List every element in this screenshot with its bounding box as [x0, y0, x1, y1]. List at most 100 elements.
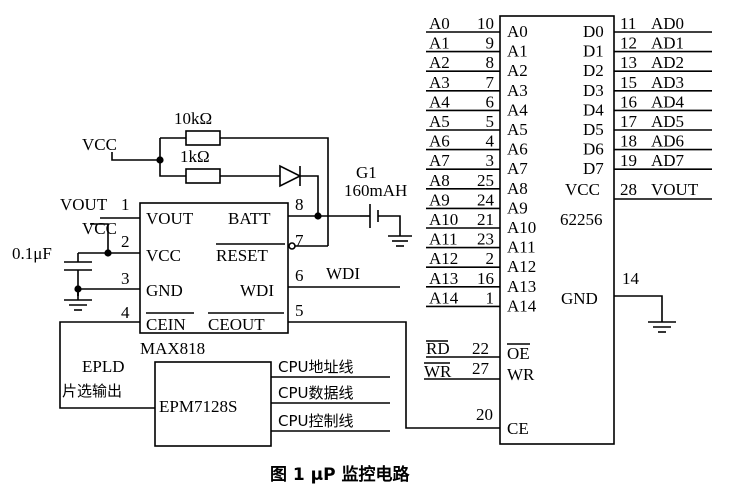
ram-data-net-label: AD0: [651, 14, 684, 33]
ram-data-net-label: AD7: [651, 151, 685, 170]
ram-addr-net-label: A9: [429, 190, 450, 209]
max818-chip: VOUT VCC GND CEIN BATT RESET WDI CEOUT M…: [139, 202, 289, 358]
capacitor-value: 0.1μF: [12, 244, 52, 263]
resistor-1k: [185, 168, 221, 184]
ram-addr-pin-num: 1: [486, 288, 495, 307]
cpu-control-line-label: CPU控制线: [278, 412, 354, 430]
ram-wr-pin-num: 27: [472, 359, 490, 378]
ram-data-pin-d3: D3 15 AD3: [583, 73, 712, 100]
reset-inverter-bubble: [288, 242, 296, 250]
ram-addr-net-label: A2: [429, 53, 450, 72]
ram-wr-label: WR: [507, 365, 535, 384]
ram-data-pin-label: D0: [583, 22, 604, 41]
epld-label: EPLD: [82, 357, 125, 376]
max818-pin-num-4: 4: [121, 303, 130, 322]
junction-batt: [314, 212, 322, 220]
max818-pin-label-wdi: WDI: [240, 281, 274, 300]
ram-data-pin-label: D4: [583, 100, 604, 119]
ram-data-pin-num: 12: [620, 34, 637, 53]
ram-addr-pin-num: 5: [486, 112, 495, 131]
ram-addr-net-label: A14: [429, 288, 459, 307]
ram-addr-pin-label: A9: [507, 198, 528, 217]
ram-name: 62256: [560, 210, 603, 229]
ram-addr-pin-num: 7: [486, 73, 495, 92]
ram-data-pin-label: D7: [583, 159, 604, 178]
ram-vcc-pin-num: 28: [620, 180, 637, 199]
resistor1-value: 10kΩ: [174, 109, 212, 128]
ram-62256-chip: 62256: [499, 15, 615, 445]
epld-output-label: 片选输出: [62, 382, 122, 400]
ram-data-net-label: AD3: [651, 73, 684, 92]
ram-data-pin-num: 11: [620, 14, 636, 33]
ram-vcc-net: VOUT: [651, 180, 699, 199]
wire-ceout-ce: [288, 321, 500, 429]
max818-pin-label-batt: BATT: [228, 209, 271, 228]
capacitor: [64, 252, 108, 296]
ram-addr-pin-label: A2: [507, 61, 528, 80]
ram-oe-label: OE: [507, 344, 530, 363]
ram-addr-net-label: A1: [429, 34, 450, 53]
cpu-data-line-label: CPU数据线: [278, 384, 354, 402]
ground-symbol-max818: [64, 289, 92, 311]
ram-addr-net-label: A11: [429, 230, 458, 249]
ground-symbol-ram: [648, 321, 676, 333]
wire-r1-right: [220, 137, 329, 246]
ram-data-net-label: AD6: [651, 132, 684, 151]
ram-addr-pin-label: A3: [507, 81, 528, 100]
ram-addr-pin-label: A0: [507, 22, 528, 41]
wire-diode-batt: [300, 175, 319, 216]
ram-addr-pin-num: 16: [477, 269, 494, 288]
ram-addr-pin-num: 10: [477, 14, 494, 33]
ram-ce-pin-num: 20: [476, 405, 493, 424]
ram-data-pin-label: D3: [583, 81, 604, 100]
ram-ce-label: CE: [507, 419, 529, 438]
ram-data-net-label: AD5: [651, 112, 684, 131]
ram-data-pin-d7: D7 19 AD7: [583, 151, 712, 178]
ram-data-pin-label: D2: [583, 61, 604, 80]
wire-vcc: [90, 223, 140, 254]
max818-pin-num-6: 6: [295, 266, 304, 285]
ram-addr-pin-num: 3: [486, 151, 495, 170]
ram-data-pin-num: 19: [620, 151, 637, 170]
ram-data-pin-num: 18: [620, 132, 637, 151]
ram-addr-pin-num: 24: [477, 190, 495, 209]
wire-resistor-split: [159, 138, 186, 177]
ram-addr-net-label: A8: [429, 171, 450, 190]
ram-addr-pin-label: A1: [507, 42, 528, 61]
ram-addr-net-label: A5: [429, 112, 450, 131]
ram-vcc-label: VCC: [565, 180, 600, 199]
ram-address-pin-a9: A9 A9 24: [426, 190, 528, 217]
ram-addr-pin-num: 25: [477, 171, 494, 190]
battery-g1: [360, 204, 412, 247]
max818-pin-label-vcc: VCC: [146, 246, 181, 265]
ram-addr-pin-label: A10: [507, 218, 536, 237]
vcc-label: VCC: [82, 135, 117, 154]
ram-data-pin-label: D5: [583, 120, 604, 139]
ram-data-net-label: AD4: [651, 92, 685, 111]
ram-gnd-label: GND: [561, 289, 598, 308]
max818-pin-label-reset: RESET: [216, 246, 269, 265]
wdi-net-label: WDI: [326, 264, 360, 283]
vcc-pin-label: VCC: [82, 219, 117, 238]
max818-pin-num-1: 1: [121, 195, 130, 214]
ram-addr-pin-label: A6: [507, 140, 528, 159]
ram-addr-pin-label: A12: [507, 257, 536, 276]
ram-addr-pin-label: A11: [507, 238, 536, 257]
ram-addr-pin-num: 2: [486, 249, 495, 268]
wire-gnd: [77, 288, 140, 296]
ram-data-pin-num: 15: [620, 73, 637, 92]
max818-pin-num-3: 3: [121, 269, 130, 288]
